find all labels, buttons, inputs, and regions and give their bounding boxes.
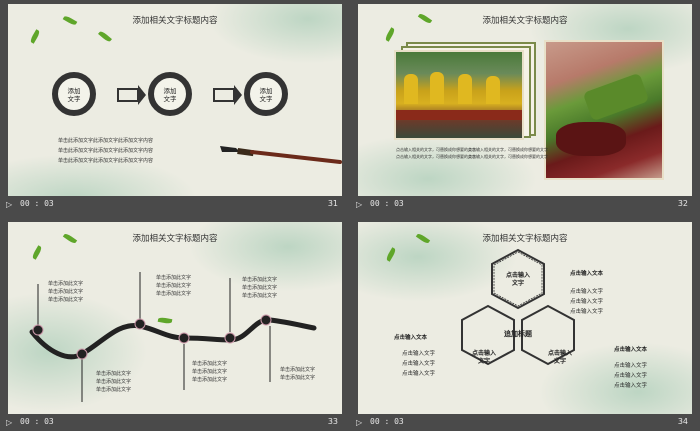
leaf-icon <box>384 27 396 42</box>
slide-footer: ▷ 00 : 03 33 <box>6 414 342 430</box>
slide-number: 33 <box>327 417 338 426</box>
slide-thumb-34[interactable]: 添加相关文字标题内容 点击输入 文字 追加标题 点击输入 文字 点击输入 文字 … <box>350 218 692 430</box>
timeline-text: 单击添加此文字 <box>48 281 84 287</box>
timeline-text: 单击添加此文字 <box>156 283 192 289</box>
timeline-text: 单击添加此文字 <box>48 289 84 295</box>
photo-caption-right: 点击输入相关的文字，可替换成你想要的文字 <box>468 154 548 159</box>
timeline-text: 单击添加此文字 <box>192 369 228 375</box>
play-icon[interactable]: ▷ <box>6 200 13 209</box>
photo-caption-left: 点击输入相关的文字，可替换成你想要的文字 <box>396 147 476 152</box>
timeline-text: 单击添加此文字 <box>280 367 316 373</box>
timeline-text: 单击添加此文字 <box>48 297 84 303</box>
slide-footer: ▷ 00 : 03 34 <box>356 414 692 430</box>
zongzi-photo <box>544 40 664 180</box>
side-item: 点击输入文字 <box>402 361 436 367</box>
dragon-boat-photo <box>394 50 524 140</box>
side-item: 点击输入文字 <box>614 363 648 369</box>
side-heading: 点击输入文本 <box>570 271 604 277</box>
slide-number: 32 <box>677 199 688 208</box>
ink-wash <box>358 134 538 196</box>
leaf-icon <box>98 30 112 43</box>
side-item: 点击输入文字 <box>402 371 436 377</box>
slide-canvas[interactable]: 添加相关文字标题内容 点击输入 文字 追加标题 点击输入 文字 点击输入 文字 … <box>358 222 692 414</box>
slide-footer: ▷ 00 : 03 32 <box>356 196 692 212</box>
side-item: 点击输入文字 <box>570 299 604 305</box>
timeline-text: 单击添加此文字 <box>280 375 316 381</box>
timeline-text: 单击添加此文字 <box>96 387 132 393</box>
slide-canvas[interactable]: 添加相关文字标题内容 单击添加此文字 单击添加此文字 单击添加此文 <box>8 222 342 414</box>
hex-left-label: 点击输入 文字 <box>471 350 496 365</box>
side-item: 点击输入文字 <box>570 289 604 295</box>
side-heading: 点击输入文本 <box>614 347 648 353</box>
hex-top-label: 点击输入 文字 <box>505 272 530 287</box>
slide-thumb-32[interactable]: 添加相关文字标题内容 点击输入相关的文字，可替换成你想要的文字 点击输入相关的文… <box>350 0 692 212</box>
timeline-text: 单击添加此文字 <box>242 277 278 283</box>
hexagon-diagram <box>461 248 575 366</box>
timeline-text: 单击添加此文字 <box>156 291 192 297</box>
slide-canvas[interactable]: 添加相关文字标题内容 点击输入相关的文字，可替换成你想要的文字 点击输入相关的文… <box>358 4 692 196</box>
photo-caption-left: 点击输入相关的文字，可替换成你想要的文字 <box>396 154 476 159</box>
body-line: 单击此添加文字此添加文字此添加文字内容 <box>58 158 154 164</box>
side-item: 点击输入文字 <box>402 351 436 357</box>
play-icon[interactable]: ▷ <box>6 418 13 427</box>
leaf-icon <box>29 29 41 44</box>
hex-center-label: 追加标题 <box>504 330 532 338</box>
play-icon[interactable]: ▷ <box>356 418 363 427</box>
slide-duration: 00 : 03 <box>370 417 404 426</box>
slide-duration: 00 : 03 <box>20 417 54 426</box>
slide-title: 添加相关文字标题内容 <box>482 16 568 26</box>
arrow-right-icon <box>117 85 146 105</box>
play-icon[interactable]: ▷ <box>356 200 363 209</box>
slide-canvas[interactable]: 添加相关文字标题内容 添加 文字 添加 文字 添加 文字 单击此添加文字此添加文… <box>8 4 342 196</box>
timeline-text: 单击添加此文字 <box>96 371 132 377</box>
timeline-text: 单击添加此文字 <box>192 377 228 383</box>
timeline-text: 单击添加此文字 <box>242 285 278 291</box>
timeline-text: 单击添加此文字 <box>192 361 228 367</box>
side-item: 点击输入文字 <box>570 309 604 315</box>
side-item: 点击输入文字 <box>614 383 648 389</box>
timeline-text: 单击添加此文字 <box>242 293 278 299</box>
ink-wash <box>208 4 342 64</box>
slide-number: 34 <box>677 417 688 426</box>
body-line: 单击此添加文字此添加文字此添加文字内容 <box>58 148 154 154</box>
ink-circle: 添加 文字 <box>148 72 192 116</box>
slide-thumb-31[interactable]: 添加相关文字标题内容 添加 文字 添加 文字 添加 文字 单击此添加文字此添加文… <box>0 0 342 212</box>
circle-label: 添加 文字 <box>163 87 177 103</box>
ink-timeline <box>29 272 317 402</box>
slide-title: 添加相关文字标题内容 <box>482 234 568 244</box>
slide-title: 添加相关文字标题内容 <box>132 16 218 26</box>
circle-label: 添加 文字 <box>259 87 273 103</box>
slide-title: 添加相关文字标题内容 <box>132 234 218 244</box>
timeline-text: 单击添加此文字 <box>96 379 132 385</box>
brush-icon <box>220 146 342 164</box>
circle-label: 添加 文字 <box>67 87 81 103</box>
body-line: 单击此添加文字此添加文字此添加文字内容 <box>58 138 154 144</box>
slide-duration: 00 : 03 <box>370 199 404 208</box>
timeline-text: 单击添加此文字 <box>156 275 192 281</box>
slide-thumb-33[interactable]: 添加相关文字标题内容 单击添加此文字 单击添加此文字 单击添加此文 <box>0 218 342 430</box>
slide-footer: ▷ 00 : 03 31 <box>6 196 342 212</box>
side-item: 点击输入文字 <box>614 373 648 379</box>
photo-caption-right: 点击输入相关的文字，可替换成你想要的文字 <box>468 147 548 152</box>
ink-circle: 添加 文字 <box>52 72 96 116</box>
ink-circle: 添加 文字 <box>244 72 288 116</box>
slide-number: 31 <box>327 199 338 208</box>
arrow-right-icon <box>213 85 242 105</box>
slide-duration: 00 : 03 <box>20 199 54 208</box>
side-heading: 点击输入文本 <box>394 335 428 341</box>
hex-right-label: 点击输入 文字 <box>547 350 572 365</box>
